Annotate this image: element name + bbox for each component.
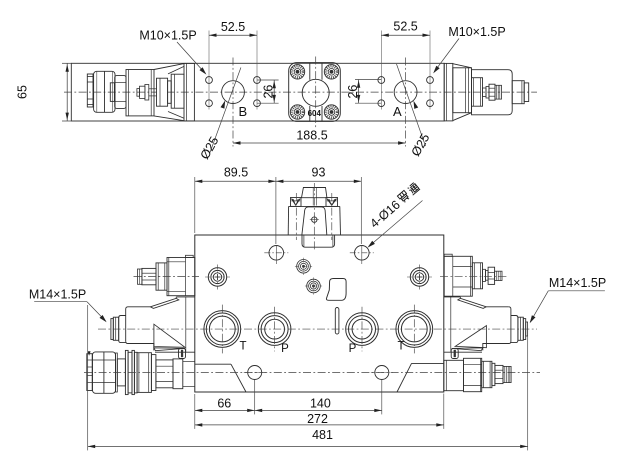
svg-text:B: B (239, 104, 248, 119)
svg-text:272: 272 (307, 412, 328, 426)
svg-text:65: 65 (16, 85, 30, 99)
svg-text:26: 26 (346, 85, 360, 99)
svg-text:52.5: 52.5 (393, 20, 417, 34)
svg-text:M10×1.5P: M10×1.5P (448, 25, 505, 39)
svg-text:481: 481 (312, 428, 333, 442)
svg-text:89.5: 89.5 (224, 166, 248, 180)
svg-text:T: T (397, 340, 404, 352)
svg-text:93: 93 (312, 166, 326, 180)
svg-text:P: P (281, 343, 289, 355)
svg-text:66: 66 (217, 396, 231, 410)
svg-text:604: 604 (308, 109, 322, 118)
svg-text:188.5: 188.5 (296, 129, 327, 143)
svg-text:140: 140 (310, 396, 331, 410)
svg-text:52.5: 52.5 (221, 20, 245, 34)
svg-text:M14×1.5P: M14×1.5P (29, 288, 86, 302)
svg-text:M10×1.5P: M10×1.5P (139, 29, 196, 43)
svg-text:M14×1.5P: M14×1.5P (549, 276, 606, 290)
svg-text:T: T (239, 340, 246, 352)
svg-text:P: P (349, 343, 357, 355)
svg-text:A: A (393, 104, 402, 119)
svg-text:26: 26 (262, 85, 276, 99)
